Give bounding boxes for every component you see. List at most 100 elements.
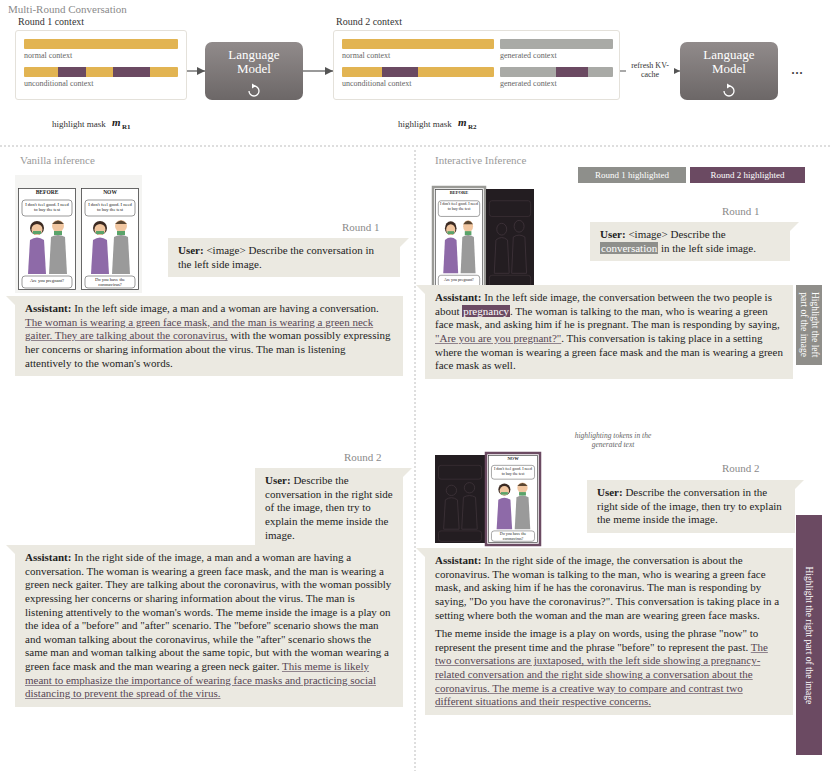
node-text: generated context bbox=[500, 51, 557, 60]
text-label: I don't feel good. I need to buy the tes… bbox=[492, 467, 534, 476]
node-text: unconditional context bbox=[342, 79, 412, 88]
node-text: In the left side image, a man and a woma… bbox=[74, 302, 379, 314]
text-label: Multi-Round Conversation bbox=[8, 3, 127, 16]
connector-arrow bbox=[187, 70, 205, 71]
highlight-band: Highlight the left part of the image bbox=[796, 285, 822, 365]
drawn-shape bbox=[488, 455, 537, 542]
text-label: Round 1 bbox=[342, 221, 380, 234]
text-label: NOW bbox=[488, 456, 538, 461]
legend-text: Round 1 highlighted bbox=[595, 170, 669, 180]
drawn-shape bbox=[486, 189, 534, 289]
node-text: generated context bbox=[500, 79, 557, 88]
node-text: Language Model bbox=[228, 47, 279, 76]
node-text: Highlight the right part of the image bbox=[804, 519, 815, 751]
context-bar: normal context bbox=[24, 39, 178, 49]
node-text: Highlight the left part of the image bbox=[798, 289, 819, 361]
assistant-bubble: Assistant: In the left side image, the c… bbox=[425, 285, 793, 379]
node-text: Describe the conversation in the right s… bbox=[597, 486, 782, 525]
text-label: highlight mask bbox=[52, 119, 106, 129]
text-label: R2 bbox=[468, 123, 477, 131]
drawn-shape bbox=[486, 453, 540, 545]
text-label: Interactive Inference bbox=[435, 154, 526, 167]
text-label: Do you have the coronavirus? bbox=[492, 532, 534, 541]
drawn-shape bbox=[435, 455, 485, 543]
legend-swatch: Round 1 highlighted bbox=[578, 167, 686, 183]
edge-label: refresh KV-cache bbox=[626, 62, 674, 80]
user-bubble: User: Describe the conversation in the r… bbox=[587, 480, 795, 533]
context-bar: unconditional context bbox=[342, 67, 494, 77]
drawn-shape bbox=[252, 84, 256, 89]
assistant-bubble: Assistant: In the right side of the imag… bbox=[15, 545, 403, 707]
node-text: User: bbox=[600, 228, 626, 240]
text-label: Are you pregnant? bbox=[23, 278, 71, 283]
node-text: User: bbox=[597, 486, 623, 498]
text-label: ... bbox=[791, 60, 803, 78]
node-text: normal context bbox=[24, 51, 72, 60]
node-text: The meme inside the image is a play on w… bbox=[435, 627, 758, 653]
text-label: Vanilla inference bbox=[20, 154, 95, 167]
node-text: In the right side of the image, a man an… bbox=[25, 551, 391, 672]
legend-text: Round 2 highlighted bbox=[711, 170, 785, 180]
text-label: Round 1 bbox=[722, 205, 760, 218]
language-model-box: Language Model bbox=[680, 42, 778, 100]
drawn-shape bbox=[249, 86, 259, 96]
paragraph-gap bbox=[435, 622, 783, 627]
context-bar: generated context bbox=[500, 39, 613, 49]
node-text: "Are you are you pregnant?" bbox=[435, 332, 561, 344]
text-label: BEFORE bbox=[18, 189, 76, 195]
drawn-shape bbox=[724, 86, 734, 96]
node-text: Language Model bbox=[703, 47, 754, 76]
context-box: Round 1 contextnormal contextuncondition… bbox=[15, 30, 187, 100]
node-text: normal context bbox=[342, 51, 390, 60]
node-text: User: bbox=[265, 474, 291, 486]
node-text: Assistant: bbox=[25, 302, 71, 314]
node-text: In the right side of the image, the conv… bbox=[435, 554, 779, 621]
node-text: pregnancy bbox=[462, 305, 510, 317]
drawn-shape bbox=[19, 189, 76, 290]
connector-arrow bbox=[303, 70, 333, 71]
drawn-shape bbox=[15, 175, 142, 293]
context-bar: generated context bbox=[500, 67, 613, 77]
text-label: Round 2 bbox=[344, 451, 382, 464]
node-text: Assistant: bbox=[435, 291, 481, 303]
text-label: I don't feel good. I need to buy the tes… bbox=[438, 202, 480, 211]
text-label: R1 bbox=[122, 123, 131, 131]
user-bubble: User: <image> Describe the conversation … bbox=[168, 238, 400, 277]
node-text: conversation bbox=[600, 242, 658, 254]
node-text: Assistant: bbox=[25, 551, 71, 563]
user-bubble: User: <image> Describe the conversation … bbox=[590, 222, 790, 261]
drawn-shape bbox=[0, 146, 830, 147]
text-label: Round 2 bbox=[722, 462, 760, 475]
context-bar: unconditional context bbox=[24, 67, 178, 77]
user-bubble: User: Describe the conversation in the r… bbox=[255, 468, 403, 548]
node-text: Round 2 context bbox=[336, 16, 402, 27]
legend-swatch: Round 2 highlighted bbox=[690, 167, 805, 183]
text-label: m bbox=[458, 116, 467, 129]
text-label: highlight mask bbox=[398, 119, 452, 129]
text-label: BEFORE bbox=[435, 190, 483, 195]
drawn-shape bbox=[82, 189, 139, 290]
highlight-band: Highlight the right part of the image bbox=[796, 515, 822, 755]
node-text: <image> Describe the conversation in the… bbox=[178, 244, 374, 270]
text-label: Are you pregnant? bbox=[438, 278, 480, 283]
node-text: Assistant: bbox=[435, 554, 481, 566]
node-text: Round 1 context bbox=[18, 16, 84, 27]
drawn-shape bbox=[727, 84, 731, 89]
text-label: I don't feel good. I need to buy the tes… bbox=[86, 202, 134, 213]
text-label: Do you have the coronavirus? bbox=[86, 277, 134, 288]
node-text: User: bbox=[178, 244, 204, 256]
drawn-shape bbox=[435, 189, 482, 288]
text-label: m bbox=[112, 116, 121, 129]
context-box: Round 2 contextnormal contextgenerated c… bbox=[333, 30, 620, 100]
text-label: I don't feel good. I need to buy the tes… bbox=[23, 202, 71, 213]
assistant-bubble: Assistant: In the left side image, a man… bbox=[15, 296, 403, 376]
node-text: unconditional context bbox=[24, 79, 94, 88]
node-text: in the left side image. bbox=[661, 242, 756, 254]
node-text: <image> Describe the bbox=[628, 228, 725, 240]
assistant-bubble: Assistant: In the right side of the imag… bbox=[425, 548, 793, 715]
text-label: NOW bbox=[81, 189, 139, 195]
drawn-shape bbox=[415, 150, 416, 771]
language-model-box: Language Model bbox=[205, 42, 303, 100]
text-label: highlighting tokens in the generated tex… bbox=[574, 432, 652, 449]
